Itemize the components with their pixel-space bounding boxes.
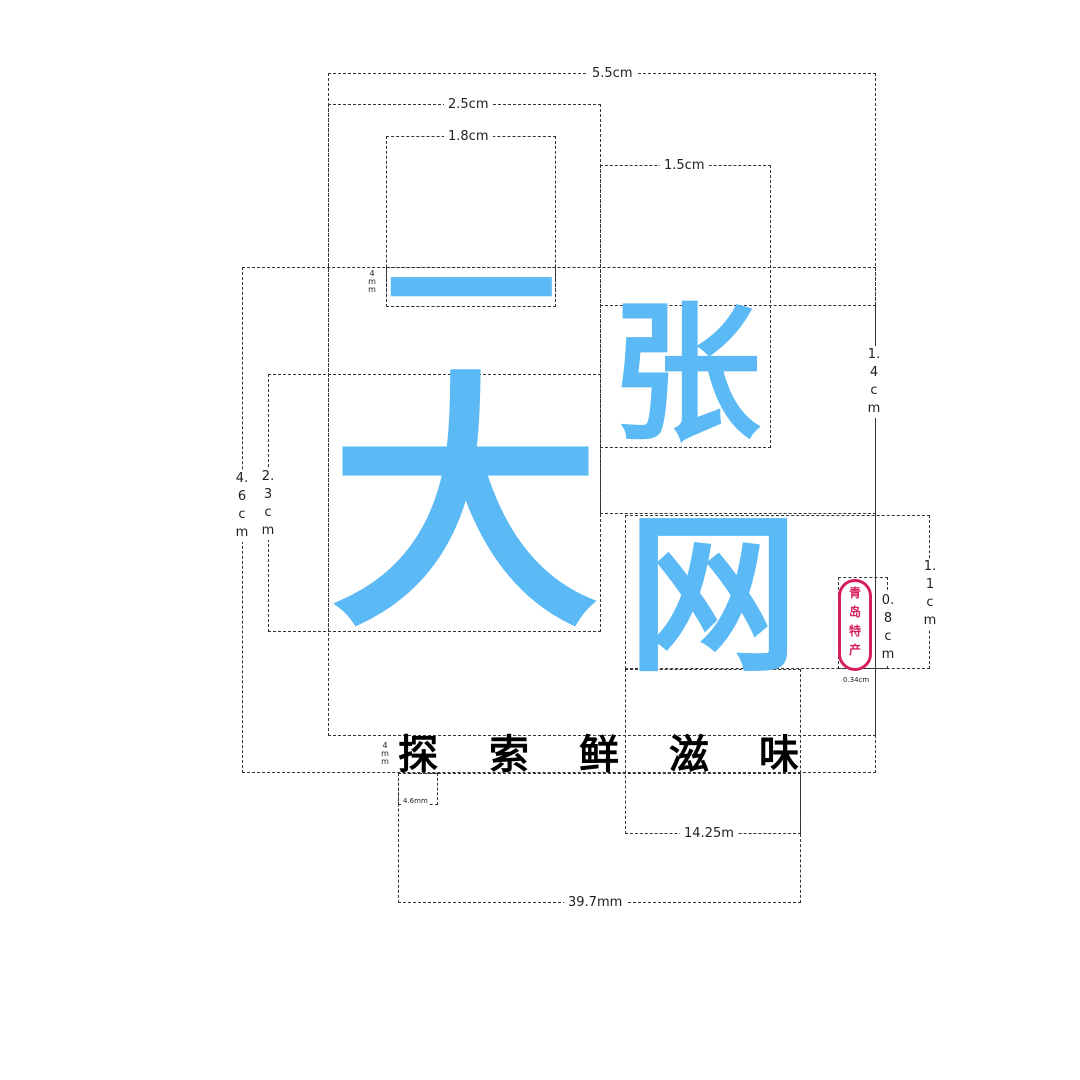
slogan-char: 滋 — [669, 732, 709, 778]
slogan-char: 索 — [489, 732, 529, 778]
seal-height-label: 0.8cm — [881, 592, 895, 664]
seal-stamp: 青 岛 特 产 — [838, 579, 872, 671]
total-width-label: 5.5cm — [588, 67, 637, 81]
seal-char: 特 — [848, 624, 861, 638]
slogan-char-width-label: 4.6mm — [402, 797, 429, 805]
headline-char-zhang: 张 — [610, 288, 761, 462]
slogan-width-label: 39.7mm — [564, 896, 627, 910]
wang-height-label: 1.1cm — [923, 558, 937, 630]
seal-char: 青 — [848, 586, 861, 600]
seal-char: 产 — [848, 643, 861, 657]
headline-char-wang: 网 — [627, 495, 799, 696]
seal-width-label: 0.34cm — [842, 676, 871, 684]
yi-height-box — [386, 267, 556, 307]
slogan-char: 味 — [759, 732, 799, 778]
headline-char-da: 大 — [330, 349, 600, 664]
zhang-width-label: 1.5cm — [660, 159, 709, 173]
slogan-width-box — [398, 773, 801, 903]
seal-char: 岛 — [848, 605, 861, 619]
slogan-char: 探 — [398, 732, 438, 778]
yi-height-label: 4mm — [367, 269, 377, 294]
da-block-width-label: 2.5cm — [444, 98, 493, 112]
slogan-height-label: 4mm — [380, 741, 390, 766]
zhang-height-label: 1.4cm — [867, 346, 881, 418]
slogan-char: 鲜 — [579, 732, 619, 778]
headline-char-yi: 一 — [386, 196, 557, 394]
yi-width-label: 1.8cm — [444, 130, 493, 144]
da-height-label: 2.3cm — [261, 468, 275, 540]
wang-width-label: 14.25m — [680, 827, 738, 841]
total-height-label: 4.6cm — [235, 470, 249, 542]
